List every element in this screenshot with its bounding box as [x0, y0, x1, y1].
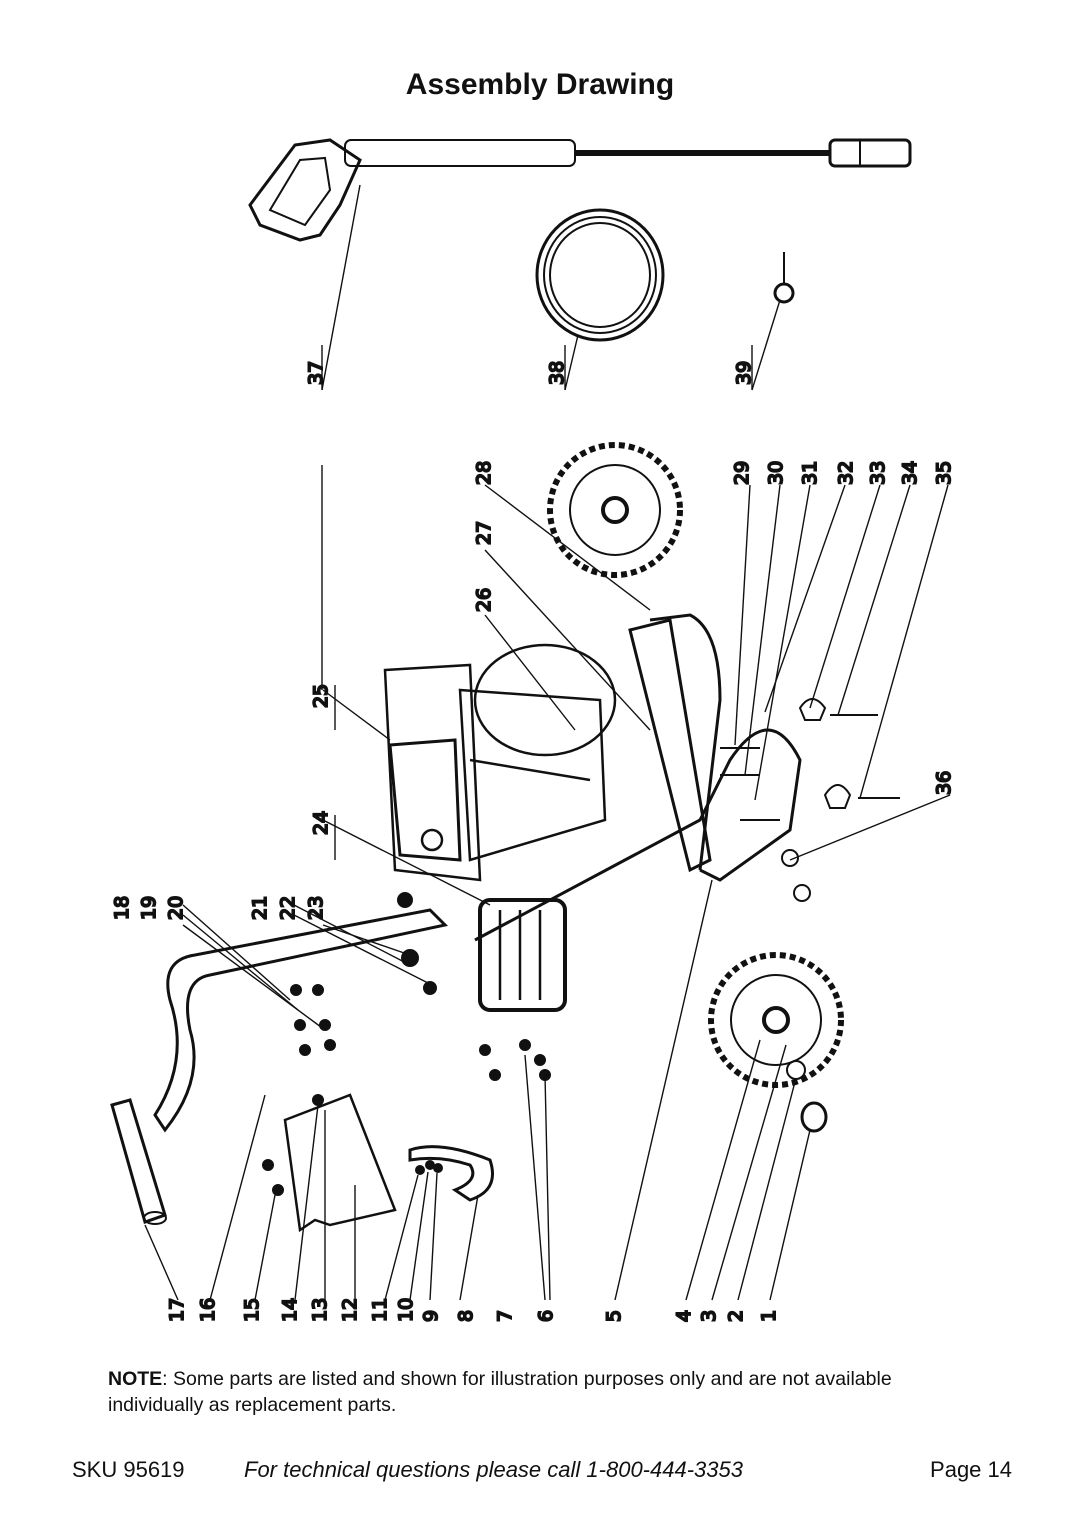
page-number: Page 14 [930, 1457, 1012, 1482]
leader-lines [144, 184, 951, 1301]
wheel-illustration [708, 952, 844, 1088]
belt-illustration [408, 1145, 494, 1202]
engine-illustration [383, 643, 617, 882]
part-label: 4 [673, 1310, 695, 1322]
page-title: Assembly Drawing [405, 68, 675, 101]
part-label: 3 [698, 1310, 720, 1322]
part-label: 33 [867, 461, 889, 485]
part-label: 30 [765, 461, 787, 485]
part-label: 15 [241, 1298, 263, 1322]
frame-illustration [153, 613, 802, 1133]
sku-text: SKU 95619 [72, 1457, 185, 1482]
part-number-labels: 37 38 39 28 27 26 25 24 29 30 31 32 33 3… [110, 360, 956, 1323]
part-label: 19 [138, 896, 160, 920]
part-label: 7 [494, 1310, 516, 1322]
part-label: 1 [758, 1310, 780, 1322]
part-label: 8 [455, 1310, 477, 1322]
spray-gun-illustration [248, 138, 912, 242]
part-label: 31 [799, 461, 821, 485]
note-label: NOTE [108, 1368, 163, 1390]
part-label: 24 [310, 811, 332, 835]
part-label: 37 [305, 361, 327, 385]
pump-illustration [478, 898, 567, 1012]
part-label: 29 [731, 461, 753, 485]
part-label: 28 [473, 461, 495, 485]
part-label: 9 [420, 1310, 442, 1322]
part-label: 20 [165, 896, 187, 920]
wheel-illustration [547, 442, 683, 578]
part-label: 22 [277, 896, 299, 920]
part-label: 14 [279, 1298, 301, 1322]
part-label: 10 [395, 1298, 417, 1322]
part-label: 5 [603, 1310, 625, 1322]
part-label: 12 [339, 1298, 361, 1322]
label-underlines [321, 345, 753, 860]
part-label: 34 [899, 461, 921, 485]
part-label: 18 [111, 896, 133, 920]
part-label: 35 [933, 461, 955, 485]
guard-plate-illustration [283, 1093, 397, 1233]
hardware-illustration [262, 892, 551, 1196]
part-label: 11 [369, 1298, 391, 1322]
part-label: 25 [310, 684, 332, 708]
part-label: 23 [305, 896, 327, 920]
handle-grip-illustration [110, 1098, 167, 1225]
part-label: 6 [535, 1310, 557, 1322]
note-text: : Some parts are listed and shown for il… [108, 1368, 892, 1416]
nozzle-illustration [773, 252, 795, 304]
part-label: 21 [249, 896, 271, 920]
part-label: 27 [473, 521, 495, 545]
part-label: 2 [725, 1310, 747, 1322]
part-label: 13 [309, 1298, 331, 1322]
part-label: 36 [933, 771, 955, 795]
assembly-drawing: 37 38 39 28 27 26 25 24 29 30 31 32 33 3… [0, 110, 1080, 1350]
part-label: 26 [473, 588, 495, 612]
part-label: 17 [166, 1298, 188, 1322]
tech-support-text: For technical questions please call 1-80… [244, 1457, 743, 1482]
part-label: 32 [835, 461, 857, 485]
part-label: 16 [197, 1298, 219, 1322]
hose-illustration [535, 208, 665, 342]
note-paragraph: NOTE: Some parts are listed and shown fo… [108, 1366, 978, 1418]
